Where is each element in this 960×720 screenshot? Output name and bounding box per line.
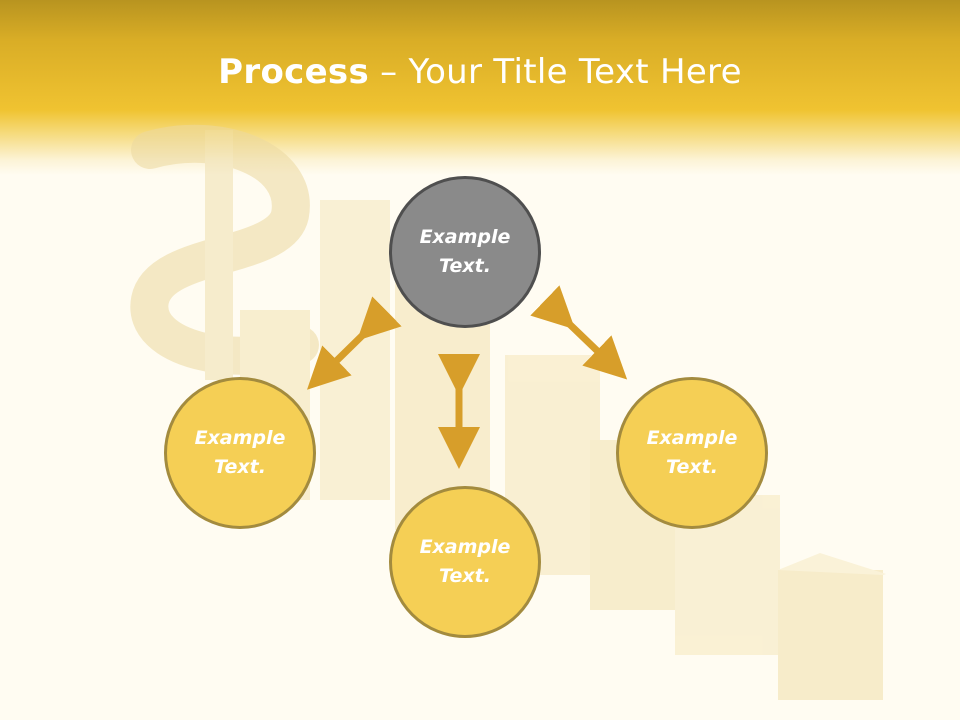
bottom-node-line1: Example [419, 536, 511, 558]
bottom-node: Example Text. [389, 486, 541, 638]
left-node-line1: Example [194, 427, 286, 449]
left-node-line2: Text. [214, 456, 266, 478]
arrow-top-right [530, 285, 628, 380]
left-node: Example Text. [164, 377, 316, 529]
bottom-node-line2: Text. [439, 565, 491, 587]
center-node: Example Text. [389, 176, 541, 328]
right-node-line1: Example [646, 427, 738, 449]
right-node-line2: Text. [666, 456, 718, 478]
center-node-line1: Example [419, 226, 511, 248]
title-rest: – Your Title Text Here [369, 52, 742, 92]
arrow-top-left [307, 296, 402, 390]
slide-title: Process – Your Title Text Here [0, 52, 960, 92]
right-node: Example Text. [616, 377, 768, 529]
title-bold: Process [218, 52, 370, 92]
center-node-line2: Text. [439, 255, 491, 277]
